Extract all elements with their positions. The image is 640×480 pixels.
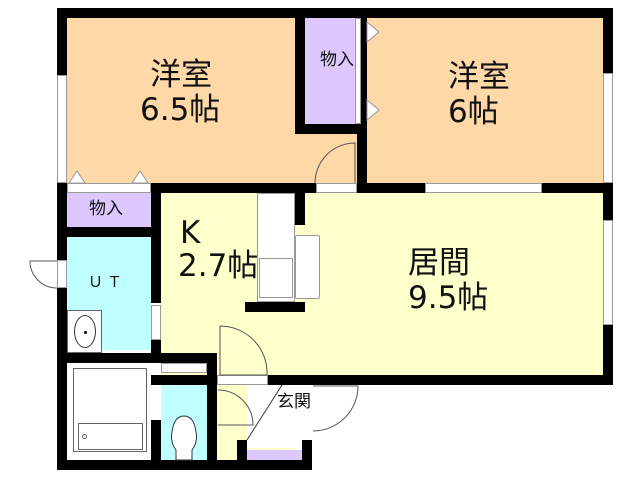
wall-top xyxy=(57,8,612,18)
door-swing-hall-top xyxy=(314,142,356,184)
room-label-entrance: 玄関 xyxy=(277,392,311,412)
wall-right xyxy=(603,8,613,385)
window-right-room2[interactable] xyxy=(603,73,613,183)
closet-top-area xyxy=(305,18,355,124)
kitchen-living-area xyxy=(161,192,605,375)
wall-closet-bottom xyxy=(295,124,367,134)
opening-closet-room1[interactable] xyxy=(67,183,151,193)
toilet-icon xyxy=(171,415,197,461)
room-label-western-1: 洋室 6.5帖 xyxy=(140,60,220,126)
wall-utility-bottom xyxy=(57,353,217,363)
closet-left-area xyxy=(67,193,151,227)
room-size: 6帖 xyxy=(448,94,499,130)
room-label-utility: ＵＴ xyxy=(88,273,127,291)
wall-entrance-bottom xyxy=(237,440,247,470)
door-swing-toilet xyxy=(217,389,254,426)
room-name: 洋室 xyxy=(448,59,510,95)
closet-door-marks-top xyxy=(366,20,380,122)
hall-top-area xyxy=(295,130,365,183)
wall-toilet-top xyxy=(151,375,217,385)
stove xyxy=(259,258,293,298)
wall-closet-left-bottom xyxy=(57,227,161,237)
room-label-western-2: 洋室 6帖 xyxy=(448,62,510,128)
wall-hall-right xyxy=(207,353,217,470)
window-room2-bottom[interactable] xyxy=(425,183,542,193)
room-size: 6.5帖 xyxy=(140,92,221,128)
entrance-area xyxy=(247,385,305,448)
room-name: 洋室 xyxy=(150,57,213,93)
sink-counter xyxy=(295,235,320,299)
shoe-closet-area xyxy=(247,450,303,460)
room-size: 9.5帖 xyxy=(408,280,489,316)
room-name: K xyxy=(180,215,201,251)
wall-closet-left xyxy=(295,8,305,134)
drain-dot-icon xyxy=(84,331,87,334)
door-swing-hall-living xyxy=(219,325,268,376)
western-room-1-area xyxy=(67,18,295,183)
wall-kitchen-counter xyxy=(245,302,305,312)
room-label-kitchen: K 2.7帖 xyxy=(178,218,258,282)
wall-entrance-right xyxy=(302,440,312,470)
opening-kitchen-utility[interactable] xyxy=(151,305,161,340)
window-utility-door[interactable] xyxy=(57,260,67,288)
wall-fridge-right xyxy=(295,183,305,225)
window-right-living[interactable] xyxy=(603,220,613,325)
wall-left xyxy=(57,8,67,470)
wall-room2-left xyxy=(357,8,367,193)
window-left-room1[interactable] xyxy=(57,75,67,183)
bathtub-drain-icon xyxy=(82,434,87,439)
opening-toilet-top[interactable] xyxy=(161,363,207,373)
bathtub xyxy=(78,423,143,450)
wall-bottom xyxy=(57,460,312,470)
washbasin-bowl-icon xyxy=(74,315,96,348)
opening-closet-top[interactable] xyxy=(355,18,361,124)
door-swing-utility-exterior xyxy=(29,260,58,289)
western-room-2-area xyxy=(367,18,605,183)
wall-bath-right xyxy=(151,420,161,470)
room-name: 居間 xyxy=(408,245,470,281)
wall-kitchen-left xyxy=(151,183,161,303)
closet-top-label: 物入 xyxy=(320,50,354,71)
room-size: 2.7帖 xyxy=(178,248,259,284)
entrance-step-line xyxy=(246,384,283,441)
opening-hall-top[interactable] xyxy=(316,183,357,193)
closet-label-text: 物入 xyxy=(320,50,354,70)
wall-living-bottom xyxy=(268,375,613,385)
room-label-living: 居間 9.5帖 xyxy=(408,248,488,314)
closet-left-label: 物入 xyxy=(89,199,123,219)
wall-kitchen-left-lower xyxy=(151,340,161,360)
closet-door-marks-left xyxy=(68,170,149,184)
door-swing-entrance xyxy=(312,385,359,432)
